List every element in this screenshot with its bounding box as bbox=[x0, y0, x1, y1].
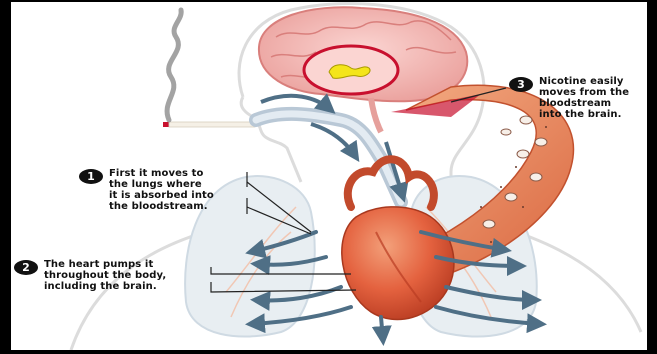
smoke-plume bbox=[167, 10, 181, 120]
callout-text: The heart pumps it throughout the body, … bbox=[44, 259, 166, 292]
step-number-badge: 2 bbox=[14, 260, 38, 275]
brain-stem bbox=[371, 98, 381, 132]
callout-brain: 3 Nicotine easily moves from the bloodst… bbox=[509, 76, 647, 120]
step-number-badge: 3 bbox=[509, 77, 533, 92]
callout-lungs: 1 First it moves to the lungs where it i… bbox=[79, 168, 279, 212]
callout-heart: 2 The heart pumps it throughout the body… bbox=[14, 259, 224, 292]
callout-text: First it moves to the lungs where it is … bbox=[109, 168, 214, 212]
diagram-panel: 1 First it moves to the lungs where it i… bbox=[11, 2, 647, 350]
callout-text: Nicotine easily moves from the bloodstre… bbox=[539, 76, 629, 120]
nicotine-site bbox=[329, 65, 370, 79]
cigarette bbox=[163, 122, 255, 127]
step-number-badge: 1 bbox=[79, 169, 103, 184]
